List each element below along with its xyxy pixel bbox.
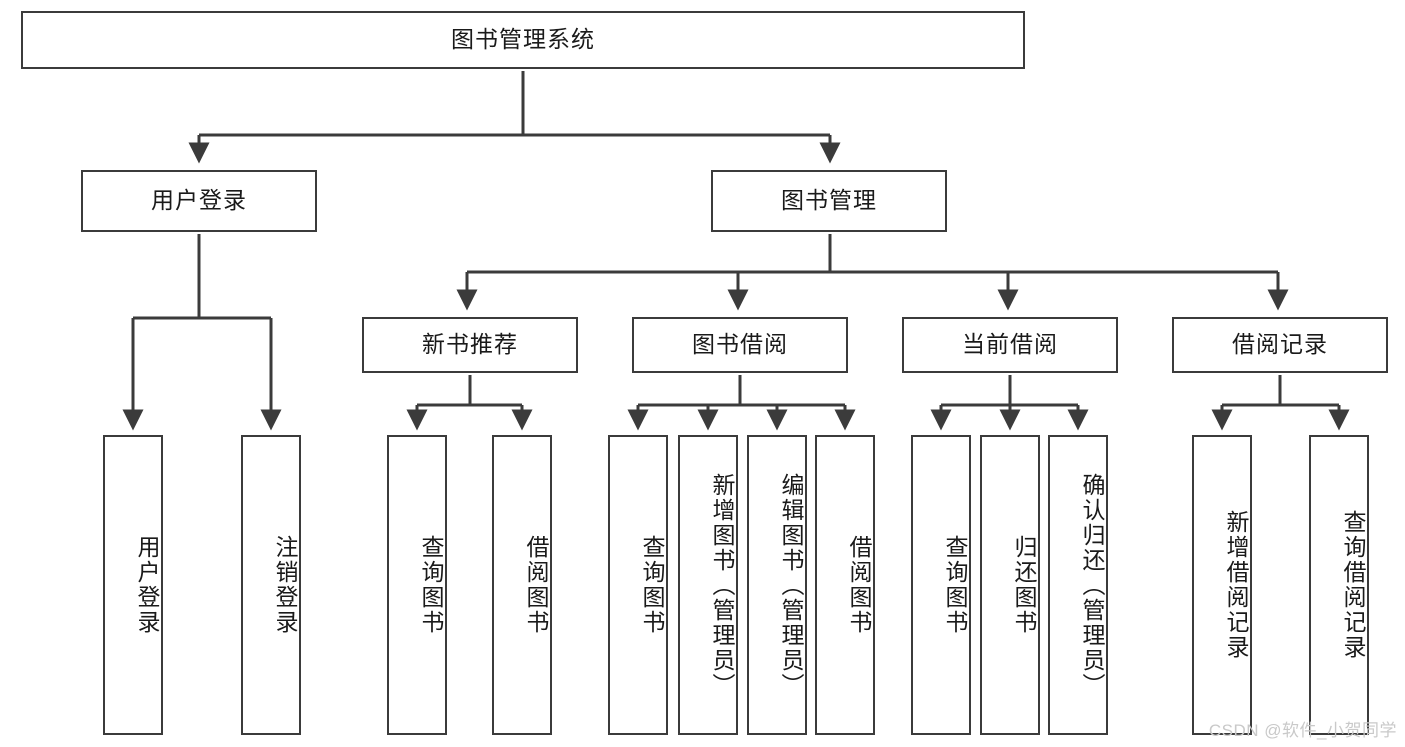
node-root[interactable]: 图书管理系统	[21, 11, 1025, 69]
node-current-borrow-label: 当前借阅	[962, 331, 1058, 358]
leaf-cur-return-book-label: 归还图书	[1011, 535, 1037, 635]
node-book-borrow-label: 图书借阅	[692, 331, 788, 358]
node-borrow-record[interactable]: 借阅记录	[1172, 317, 1388, 373]
node-user-login[interactable]: 用户登录	[81, 170, 317, 232]
leaf-borrow-add-book-label: 新增图书（管理员）	[709, 472, 735, 698]
leaf-borrow-add-book[interactable]: 新增图书（管理员）	[678, 435, 738, 735]
leaf-user-logout[interactable]: 注销登录	[241, 435, 301, 735]
leaf-borrow-edit-book[interactable]: 编辑图书（管理员）	[747, 435, 807, 735]
node-root-label: 图书管理系统	[451, 26, 595, 53]
node-borrow-record-label: 借阅记录	[1232, 331, 1328, 358]
leaf-rec-add-record[interactable]: 新增借阅记录	[1192, 435, 1252, 735]
leaf-rec-add-record-label: 新增借阅记录	[1223, 510, 1249, 660]
leaf-borrow-borrow-book-label: 借阅图书	[846, 535, 872, 635]
node-book-borrow[interactable]: 图书借阅	[632, 317, 848, 373]
leaf-cur-query-book[interactable]: 查询图书	[911, 435, 971, 735]
watermark: CSDN @软件_小贺同学	[1208, 721, 1397, 740]
leaf-borrow-query-book[interactable]: 查询图书	[608, 435, 668, 735]
leaf-cur-confirm-return[interactable]: 确认归还（管理员）	[1048, 435, 1108, 735]
leaf-rec-query-record[interactable]: 查询借阅记录	[1309, 435, 1369, 735]
leaf-rec-query-book-label: 查询图书	[418, 535, 444, 635]
leaf-rec-query-book[interactable]: 查询图书	[387, 435, 447, 735]
node-user-login-label: 用户登录	[151, 187, 247, 214]
leaf-user-logout-label: 注销登录	[272, 535, 298, 635]
leaf-borrow-edit-book-label: 编辑图书（管理员）	[778, 472, 804, 698]
leaf-user-login-label: 用户登录	[134, 535, 160, 635]
node-new-book-rec[interactable]: 新书推荐	[362, 317, 578, 373]
leaf-rec-borrow-book-label: 借阅图书	[523, 535, 549, 635]
leaf-cur-return-book[interactable]: 归还图书	[980, 435, 1040, 735]
node-book-manage[interactable]: 图书管理	[711, 170, 947, 232]
leaf-cur-confirm-return-label: 确认归还（管理员）	[1079, 472, 1105, 698]
leaf-borrow-query-book-label: 查询图书	[639, 535, 665, 635]
leaf-borrow-borrow-book[interactable]: 借阅图书	[815, 435, 875, 735]
node-new-book-rec-label: 新书推荐	[422, 331, 518, 358]
leaf-rec-query-record-label: 查询借阅记录	[1340, 510, 1366, 660]
node-current-borrow[interactable]: 当前借阅	[902, 317, 1118, 373]
leaf-rec-borrow-book[interactable]: 借阅图书	[492, 435, 552, 735]
leaf-user-login[interactable]: 用户登录	[103, 435, 163, 735]
node-book-manage-label: 图书管理	[781, 187, 877, 214]
leaf-cur-query-book-label: 查询图书	[942, 535, 968, 635]
